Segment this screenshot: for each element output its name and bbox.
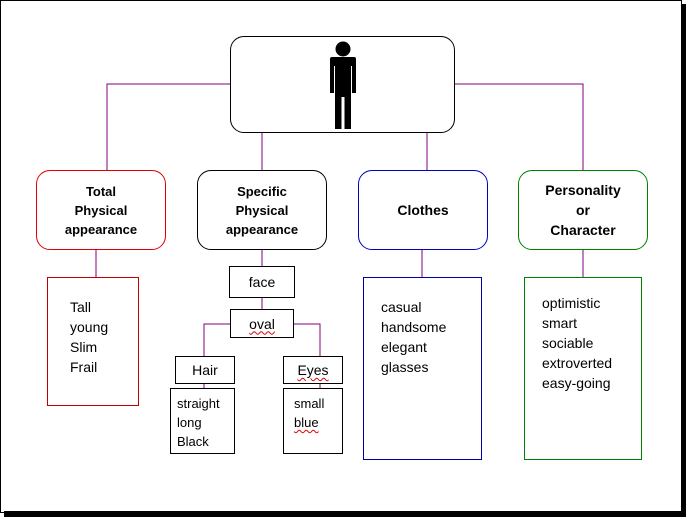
connector-root-total: [106, 83, 230, 170]
total-appearance-label: Total Physical appearance: [64, 183, 138, 237]
specific-appearance-node: Specific Physical appearance: [197, 170, 327, 250]
face-label: face: [248, 274, 276, 290]
list-item: Frail: [70, 359, 98, 375]
list-item: smart: [542, 315, 577, 331]
personality-list: optimistic smart sociable extroverted ea…: [524, 277, 642, 460]
list-item: glasses: [381, 359, 429, 375]
list-item: Tall: [70, 299, 92, 315]
list-item: blue: [294, 415, 319, 430]
list-item: straight: [177, 396, 220, 411]
list-item: long: [177, 415, 202, 430]
person-icon: [329, 41, 356, 129]
list-item: young: [70, 319, 109, 335]
total-appearance-list: Tall young Slim Frail: [47, 277, 139, 406]
eyes-node: Eyes: [283, 356, 343, 384]
personality-label: Personality or Character: [545, 182, 621, 238]
oval-label: oval: [249, 315, 275, 332]
total-appearance-node: Total Physical appearance: [36, 170, 166, 250]
hair-node: Hair: [175, 356, 235, 384]
clothes-label: Clothes: [397, 201, 449, 218]
connector-oval-hair: [203, 323, 230, 356]
face-node: face: [229, 266, 295, 298]
list-item: extroverted: [542, 355, 613, 371]
oval-node: oval: [230, 309, 294, 338]
list-item: optimistic: [542, 295, 601, 311]
personality-node: Personality or Character: [518, 170, 648, 250]
clothes-node: Clothes: [358, 170, 488, 250]
hair-label: Hair: [192, 362, 218, 378]
clothes-list: casual handsome elegant glasses: [363, 277, 482, 460]
list-item: handsome: [381, 319, 447, 335]
list-item: Slim: [70, 339, 98, 355]
list-item: easy-going: [542, 375, 611, 391]
list-item: Black: [177, 434, 209, 449]
connector-oval-eyes: [294, 323, 321, 356]
root-node: [230, 36, 455, 133]
list-item: casual: [381, 299, 422, 315]
frame-shadow-bottom: [4, 511, 686, 517]
list-item: sociable: [542, 335, 594, 351]
specific-appearance-label: Specific Physical appearance: [225, 183, 299, 237]
hair-list: straight long Black: [170, 388, 235, 454]
list-item: elegant: [381, 339, 427, 355]
frame-shadow-right: [681, 4, 686, 517]
connector-root-personality: [455, 83, 584, 170]
list-item: small: [294, 396, 325, 411]
eyes-list: small blue: [283, 388, 343, 454]
eyes-label: Eyes: [297, 362, 329, 378]
